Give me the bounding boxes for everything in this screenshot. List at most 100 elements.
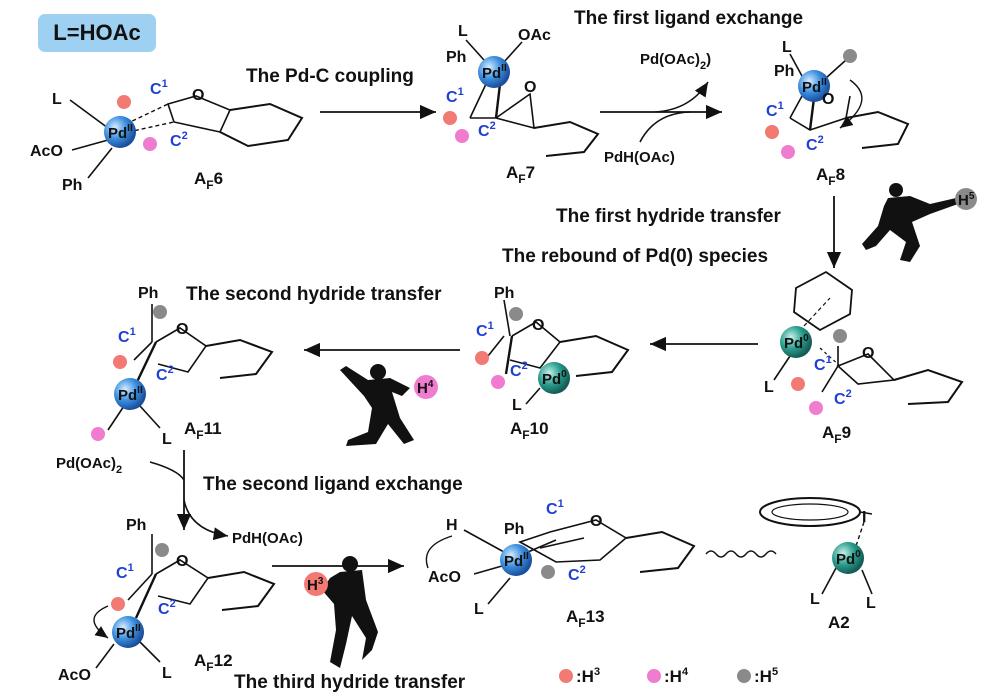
circle-part — [832, 542, 864, 574]
text-part: C2 — [806, 134, 824, 154]
tspan-part: C — [834, 391, 846, 408]
legend-h3-dot — [559, 669, 573, 683]
tspan-part: 2 — [818, 134, 824, 146]
circle-part — [765, 125, 779, 139]
text-part: C1 — [814, 354, 832, 374]
tspan-part: 1 — [130, 326, 136, 338]
reagent-pdoac2-in: Pd(OAc)2 — [56, 455, 122, 476]
tspan-part: Pd — [784, 335, 803, 352]
circle-part — [541, 565, 555, 579]
path-part — [845, 110, 910, 149]
text-part: C1 — [546, 498, 564, 518]
tspan-part: 12 — [214, 651, 233, 670]
text-part: Pd0 — [836, 549, 861, 568]
tspan-part: 10 — [530, 419, 549, 438]
line-part — [494, 83, 502, 119]
tspan-part: 3 — [318, 576, 324, 587]
text-part: PdII — [108, 123, 133, 142]
text-part: O — [532, 317, 544, 334]
text-part: Ph — [62, 177, 82, 194]
tspan-part: :H — [576, 667, 594, 686]
tspan-part: 2 — [168, 364, 174, 376]
circle-part — [155, 543, 169, 557]
circle-part — [111, 597, 125, 611]
h5-label: H5 — [958, 191, 975, 209]
h4-label: H4 — [417, 379, 434, 397]
tspan-part: 4 — [682, 666, 689, 678]
text-part: O — [192, 87, 204, 104]
path-part — [470, 92, 535, 130]
line-part — [821, 567, 837, 595]
legend-h5-dot — [737, 669, 751, 683]
tspan-part: 1 — [558, 498, 564, 510]
reagent-pdhoac-out: PdH(OAc) — [232, 530, 303, 547]
text-part: C2 — [568, 564, 586, 584]
tspan-part: Pd — [802, 79, 821, 96]
line-part — [71, 139, 109, 151]
tspan-part: C — [814, 357, 826, 374]
circle-part — [455, 129, 469, 143]
text-part: L — [458, 23, 468, 40]
line-part — [855, 521, 865, 547]
text-part: L — [764, 379, 774, 396]
text-part: AcO — [30, 143, 63, 160]
text-part: O — [590, 513, 602, 530]
h3-label: H3 — [307, 576, 324, 594]
line-part — [139, 641, 161, 663]
tspan-part: 13 — [586, 607, 605, 626]
legend-h4-dot — [647, 669, 661, 683]
circle-part — [843, 49, 857, 63]
text-part: Ph — [774, 63, 794, 80]
path-part — [559, 334, 630, 377]
line-part — [861, 569, 873, 595]
line-part — [539, 537, 585, 549]
line-part — [127, 573, 153, 601]
line-part — [525, 387, 541, 405]
path-part — [340, 366, 414, 446]
text-part: C2 — [478, 120, 496, 140]
line-part — [487, 577, 511, 605]
line-part — [87, 147, 113, 179]
tspan-part: C — [150, 81, 162, 98]
path-part — [93, 605, 109, 639]
tspan-part: C — [478, 123, 490, 140]
compound-af9: Pd0 L O C1 C2 AF9 — [764, 270, 964, 446]
text-part: AF6 — [194, 169, 223, 192]
path-part — [425, 535, 453, 569]
circle-part — [117, 95, 131, 109]
circle-part — [114, 378, 146, 410]
step-third-hydride-transfer: The third hydride transfer — [234, 672, 466, 692]
text-part: C1 — [150, 78, 168, 98]
circle-part — [475, 351, 489, 365]
tspan-part: C — [568, 567, 580, 584]
tspan-part: A — [194, 169, 206, 188]
path-part — [862, 196, 958, 262]
circle-part — [500, 544, 532, 576]
step-first-ligand-exchange: The first ligand exchange — [574, 8, 803, 29]
tspan-part: C — [158, 601, 170, 618]
line-part — [139, 405, 161, 429]
circle-part — [478, 56, 510, 88]
text-part: O — [176, 553, 188, 570]
tspan-part: 2 — [700, 60, 706, 72]
text-part: C2 — [156, 364, 174, 384]
line-part — [69, 99, 109, 129]
hydrogen-legend: :H3 :H4 :H5 — [559, 666, 778, 686]
tspan-part: 7 — [526, 163, 535, 182]
tspan-part: C — [806, 137, 818, 154]
tspan-part: A — [816, 165, 828, 184]
tspan-part: F — [206, 660, 213, 674]
text-part: PdII — [802, 77, 827, 96]
compound-af11: PdII Ph O L C1 C2 AF11 — [91, 285, 274, 448]
tspan-part: 0 — [855, 549, 861, 560]
line-part — [133, 341, 153, 361]
circle-part — [342, 556, 358, 572]
arrow-pdoac2-entry — [149, 461, 185, 481]
tspan-part: II — [127, 123, 133, 134]
text-part: L — [52, 91, 62, 108]
text-part: AF12 — [194, 651, 233, 674]
tspan-part: F — [834, 432, 841, 446]
circle-part — [780, 326, 812, 358]
text-part: Ph — [494, 285, 514, 302]
